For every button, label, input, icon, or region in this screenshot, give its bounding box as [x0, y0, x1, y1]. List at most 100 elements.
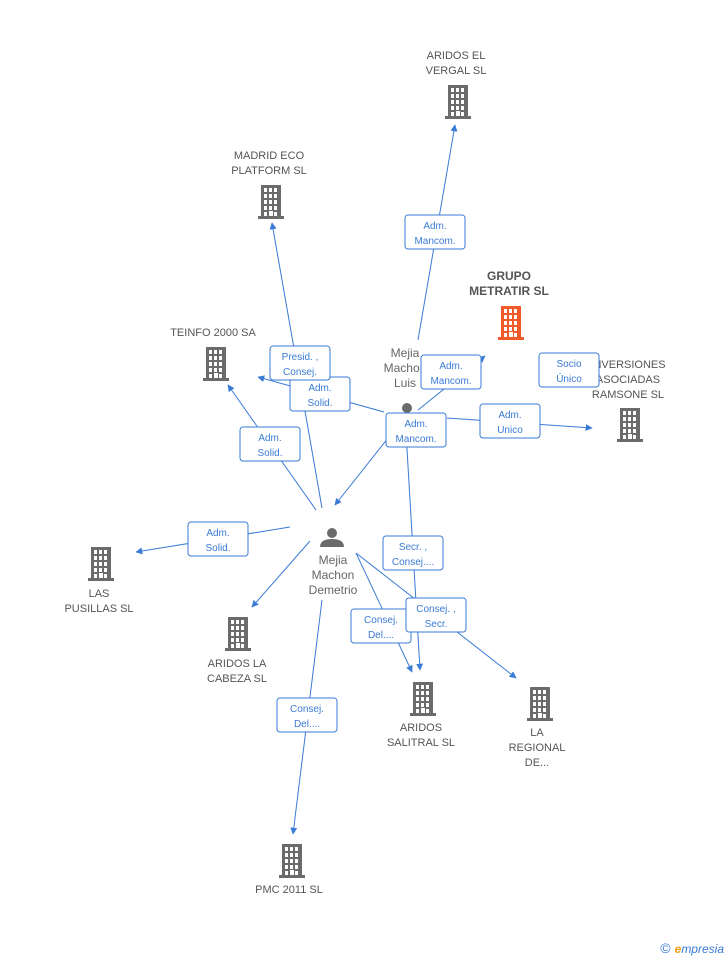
edge-label-text: Consej. , [416, 604, 455, 615]
node-label: SALITRAL SL [387, 737, 455, 749]
edge-label-box [382, 535, 444, 571]
node-label: GRUPO [487, 269, 531, 283]
edge-label-box [385, 412, 447, 448]
node-label: Machon [312, 568, 355, 582]
node-aridos-salitral[interactable]: ARIDOS SALITRAL SL [387, 682, 455, 749]
building-icon [88, 547, 114, 581]
edge-label-text: Secr. , [399, 542, 427, 553]
building-icon [410, 682, 436, 716]
node-label: Machon [384, 361, 427, 375]
edge-label-text: Adm. [206, 528, 229, 539]
building-icon [617, 408, 643, 442]
edge-label[interactable]: Adm.Mancom. [385, 412, 447, 448]
building-icon [225, 617, 251, 651]
building-icon [258, 185, 284, 219]
node-label: CABEZA SL [207, 673, 267, 685]
edge-label-text: Consej. [290, 704, 324, 715]
edge-label-text: Adm. [439, 361, 462, 372]
edge-label[interactable]: Adm. Mancom. [420, 354, 482, 390]
node-las-pusillas[interactable]: LAS PUSILLAS SL [64, 547, 134, 615]
edge-label-box [538, 352, 600, 388]
node-label: PMC 2011 SL [255, 884, 323, 896]
edge-label-text: Solid. [307, 398, 332, 409]
node-label: ASOCIADAS [596, 374, 660, 386]
edge-label[interactable]: Adm. Solid. [239, 426, 301, 462]
edge-label-text: Socio [556, 359, 581, 370]
node-label: ARIDOS LA [208, 658, 267, 670]
edge-label-text: Secr. [425, 619, 448, 630]
node-label: ARIDOS EL [427, 50, 486, 62]
node-label: Mejia [319, 553, 348, 567]
edge-label-text: Adm. [308, 383, 331, 394]
edges-layer [135, 124, 593, 835]
node-label: Demetrio [309, 583, 358, 597]
edge-label-text: Consej.... [392, 557, 434, 568]
edge-mejia_demetrio-to-aridos_la_cabeza [251, 540, 311, 608]
node-label: VERGAL SL [426, 65, 487, 77]
node-label: PLATFORM SL [231, 165, 307, 177]
edge-label-text: Del.... [294, 719, 320, 730]
edge-label-box [276, 697, 338, 733]
brand-initial: e [674, 942, 682, 956]
node-madrid-eco[interactable]: MADRID ECO PLATFORM SL [231, 150, 307, 219]
node-label: TEINFO 2000 SA [170, 327, 256, 339]
node-label: LA [530, 727, 544, 739]
edge-label-box [239, 426, 301, 462]
edge-label-text: Único [556, 372, 582, 385]
edge-label[interactable]: Adm. Mancom. [404, 214, 466, 250]
edge-label-box [420, 354, 482, 390]
edge-label-text: Adm. [404, 419, 427, 430]
edge-label[interactable]: Adm. Solid. [187, 521, 249, 557]
edge-label-text: Consej. [364, 615, 398, 626]
person-icon [320, 528, 344, 547]
nodes-layer: ARIDOS EL VERGAL SL MADRID ECO PLATFORM SL G… [64, 50, 665, 896]
node-la-regional[interactable]: LA REGIONAL DE... [509, 687, 566, 769]
edge-label-text: Adm. [498, 410, 521, 421]
building-icon [203, 347, 229, 381]
node-aridos-la-cabeza[interactable]: ARIDOS LA CABEZA SL [207, 617, 267, 685]
brand-name: mpresia [681, 942, 724, 956]
edge-label[interactable]: Presid. ,Consej. [269, 345, 331, 381]
edge-label-box [187, 521, 249, 557]
edge-label-text: Mancom. [430, 376, 471, 387]
edge-label-text: Solid. [205, 543, 230, 554]
edge-label[interactable]: Consej. Del.... [276, 697, 338, 733]
edge-label[interactable]: Secr. , Consej.... [382, 535, 444, 571]
edge-label-text: Adm. [258, 433, 281, 444]
node-label: DE... [525, 757, 549, 769]
node-label: METRATIR SL [469, 284, 549, 298]
edge-label-text: Mancom. [414, 236, 455, 247]
edge-label-box [269, 345, 331, 381]
building-icon [445, 85, 471, 119]
edge-label[interactable]: Adm. Unico [479, 403, 541, 439]
building-icon [279, 844, 305, 878]
footer-brand: ©empresia [660, 940, 724, 956]
edge-label-text: Solid. [257, 448, 282, 459]
node-aridos-el-vergal[interactable]: ARIDOS EL VERGAL SL [426, 50, 487, 119]
edge-label[interactable]: Consej. , Secr. [405, 597, 467, 633]
node-label: Mejia [391, 346, 420, 360]
node-label: LAS [89, 588, 110, 600]
edge-label-box [479, 403, 541, 439]
node-label: Luis [394, 376, 416, 390]
edge-label-box [405, 597, 467, 633]
edge-label[interactable]: Consej.Del.... [350, 608, 412, 644]
building-icon [527, 687, 553, 721]
edge-label-text: Unico [497, 425, 523, 436]
building-icon [498, 306, 524, 340]
node-teinfo[interactable]: TEINFO 2000 SA [170, 327, 256, 381]
edge-label[interactable]: Adm. Solid. [289, 376, 351, 412]
node-label: RAMSONE SL [592, 389, 664, 401]
node-pmc-2011[interactable]: PMC 2011 SL [255, 844, 323, 896]
node-label: PUSILLAS SL [64, 603, 133, 615]
node-label: ARIDOS [400, 722, 442, 734]
node-label: REGIONAL [509, 742, 566, 754]
edge-label-text: Adm. [423, 221, 446, 232]
node-label: MADRID ECO [234, 150, 305, 162]
